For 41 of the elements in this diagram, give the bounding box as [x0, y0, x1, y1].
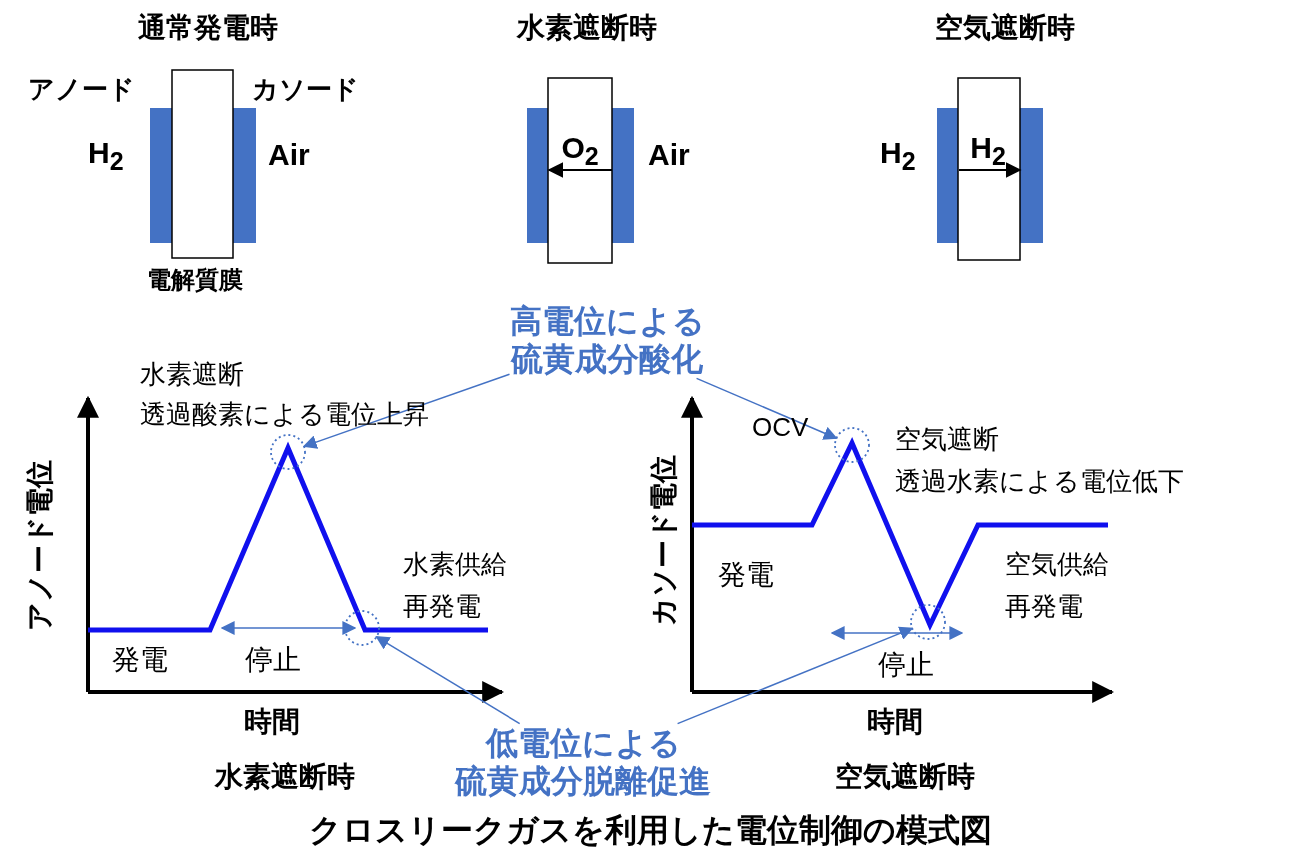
annotation-text: 再発電 — [1005, 591, 1083, 623]
leader-line — [302, 373, 511, 449]
annotation-text: 空気供給 — [1005, 549, 1109, 581]
phase-label: 発電 — [112, 643, 168, 677]
phase-label: 停止 — [245, 643, 301, 677]
gas-label: Air — [268, 137, 310, 173]
chart-title: 空気遮断時 — [835, 760, 975, 794]
annotation-text: 空気遮断 — [895, 424, 999, 456]
electrode-label: アノード — [28, 74, 135, 106]
phase-label: 停止 — [878, 648, 934, 682]
membrane-label: 電解質膜 — [147, 265, 243, 295]
callout-text: 低電位による硫黄成分脱離促進 — [455, 723, 711, 801]
gas-label: Air — [648, 137, 690, 173]
axis-label: アノード電位 — [23, 459, 57, 631]
leader-line — [695, 377, 838, 440]
dotted-circle — [910, 604, 946, 640]
axis-label: カソード電位 — [647, 454, 681, 626]
gas-label: H$_{2}$ — [880, 134, 916, 176]
electrode-label: カソード — [252, 74, 359, 106]
leader-line — [375, 636, 521, 725]
gas-label: H$_{2}$ — [88, 134, 124, 176]
leader-line — [676, 626, 914, 725]
annotation-text: 水素供給 — [403, 549, 507, 581]
caption: クロスリークガスを利用した電位制御の模式図 — [308, 810, 992, 850]
chart-title: 水素遮断時 — [215, 760, 355, 794]
axis-label: 時間 — [867, 705, 923, 739]
annotation-text: 水素遮断 — [140, 359, 244, 391]
heading: 空気遮断時 — [935, 11, 1075, 45]
annotation-text: 再発電 — [403, 591, 481, 623]
callout-text: 高電位による硫黄成分酸化 — [509, 301, 705, 379]
dotted-circle — [344, 610, 380, 646]
dotted-circle — [270, 434, 306, 470]
phase-label: 発電 — [718, 558, 774, 592]
heading: 通常発電時 — [138, 11, 278, 45]
annotation-text: 透過水素による電位低下 — [895, 466, 1184, 498]
dotted-circle — [834, 427, 870, 463]
gas-label: O$_{2}$ — [561, 129, 599, 171]
gas-label: H$_{2}$ — [970, 129, 1006, 171]
annotation-text: OCV — [752, 412, 809, 444]
axis-label: 時間 — [244, 705, 300, 739]
heading: 水素遮断時 — [517, 11, 657, 45]
